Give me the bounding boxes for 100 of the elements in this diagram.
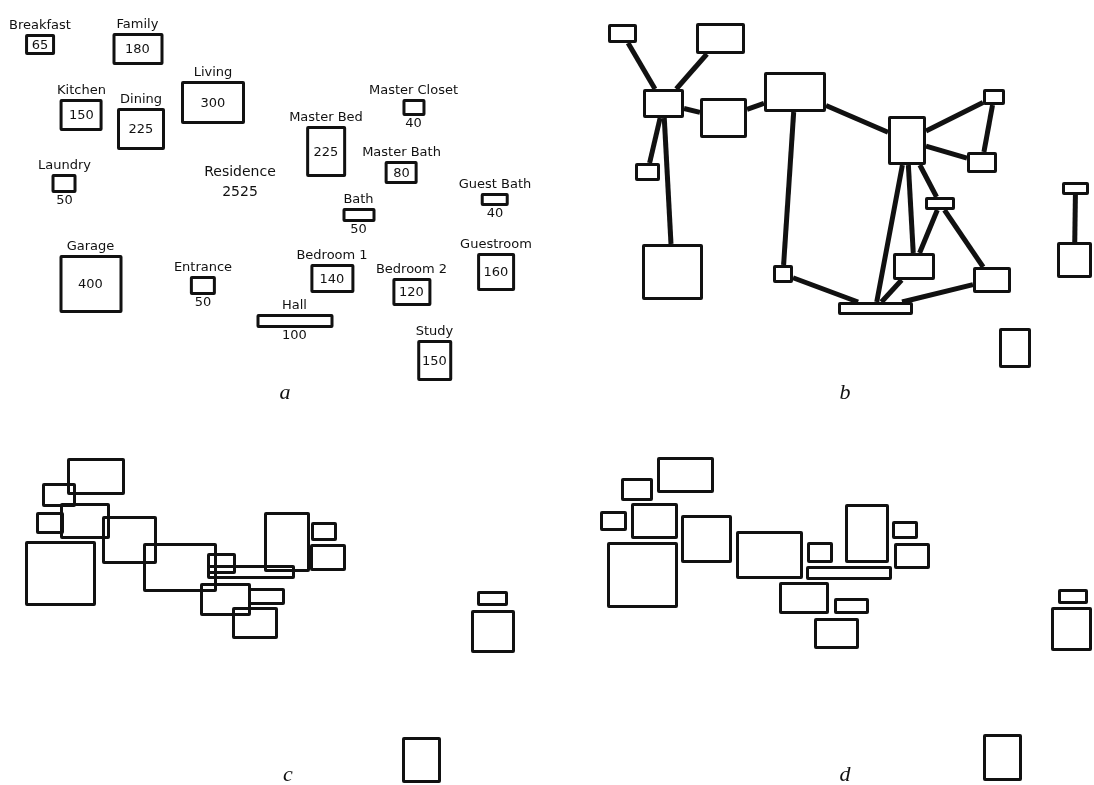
area-value: 120 — [399, 285, 424, 299]
area-value: 80 — [393, 165, 410, 180]
connector-line — [901, 282, 974, 305]
room-rectangle — [143, 543, 217, 592]
room-name: Bedroom 2 — [375, 261, 448, 277]
connector-line — [879, 278, 904, 304]
room-rectangle — [207, 553, 236, 574]
area-value: 150 — [422, 353, 447, 368]
panel-letter: a — [279, 380, 291, 404]
room-rectangle — [402, 737, 441, 783]
room-name: Guestroom — [460, 236, 532, 252]
room-rectangle — [36, 512, 64, 534]
room-rectangle — [888, 116, 926, 165]
room-rectangle — [807, 542, 833, 563]
room-rectangle — [983, 734, 1022, 781]
room-rectangle — [477, 591, 508, 606]
area-value: 100 — [282, 328, 307, 342]
area-value: 225 — [313, 144, 339, 159]
connector-line — [1072, 194, 1078, 243]
room-name: Laundry — [38, 157, 91, 173]
connector-line — [917, 163, 939, 199]
area-value: 400 — [78, 277, 103, 291]
room-rectangle — [806, 566, 892, 580]
area-value: 300 — [200, 95, 226, 110]
connector-line — [647, 117, 663, 164]
room-rectangle — [621, 478, 653, 501]
connector-line — [925, 143, 968, 161]
room-name: Master Bath — [362, 144, 441, 160]
room-name: Garage — [66, 238, 115, 254]
room-rectangle — [1051, 607, 1092, 651]
room-rectangle — [681, 515, 732, 563]
room-name: Master Bed — [289, 109, 363, 125]
area-value: 65 — [31, 37, 49, 52]
connector-line — [825, 103, 889, 135]
room-rectangle — [232, 607, 278, 639]
room-name: Bath — [343, 191, 374, 207]
room-rectangle — [631, 503, 678, 539]
room-rectangle — [814, 618, 859, 649]
room-rectangle — [600, 511, 627, 531]
room-rectangle — [248, 588, 285, 605]
room-rectangle — [102, 516, 157, 564]
area-value: 50 — [350, 222, 367, 236]
room-rectangle — [635, 163, 660, 181]
area-value: 50 — [194, 295, 212, 309]
connector-line — [683, 106, 701, 115]
label-text: 2525 — [222, 182, 258, 200]
panel-letter: c — [283, 762, 293, 785]
connector-line — [924, 100, 985, 134]
connector-line — [792, 275, 859, 305]
room-name: Entrance — [173, 259, 233, 275]
room-rectangle — [736, 531, 803, 579]
area-value: 225 — [128, 122, 154, 136]
room-rectangle — [1057, 242, 1092, 278]
room-rectangle — [1062, 182, 1089, 195]
room-name: Family — [116, 16, 159, 32]
room-rectangle — [200, 583, 251, 616]
room-rectangle — [310, 544, 346, 571]
room-rectangle — [657, 457, 714, 493]
area-value: 180 — [125, 42, 150, 56]
connector-line — [981, 104, 995, 153]
room-rectangle — [764, 72, 826, 112]
room-rectangle — [643, 89, 684, 118]
connector-line — [746, 100, 765, 112]
room-name: Study — [415, 323, 454, 339]
room-rectangle — [838, 302, 913, 315]
room-rectangle — [892, 521, 918, 539]
connector-line — [674, 52, 709, 91]
room-rectangle — [42, 483, 76, 507]
connector-line — [781, 111, 797, 266]
room-rectangle — [607, 542, 678, 608]
room-rectangle — [983, 89, 1005, 105]
room-name: Master Closet — [369, 82, 458, 98]
connector-line — [625, 41, 658, 91]
room-rectangle — [25, 541, 96, 606]
room-rectangle — [1058, 589, 1088, 604]
room-rectangle — [999, 328, 1031, 368]
room-name: Dining — [120, 91, 162, 107]
area-value: 160 — [483, 265, 509, 279]
room-rectangle — [642, 244, 703, 300]
room-rectangle — [696, 23, 745, 54]
room-rectangle — [894, 543, 930, 569]
room-rectangle — [311, 522, 337, 541]
room-name: Breakfast — [9, 17, 71, 33]
room-name: Hall — [282, 297, 307, 313]
room-rectangle — [207, 565, 295, 579]
label-text: Residence — [204, 162, 276, 180]
panel-letter: d — [839, 762, 851, 785]
room-rectangle — [973, 267, 1011, 293]
room-name: Kitchen — [57, 82, 106, 98]
room-rectangle — [608, 24, 637, 43]
room-name: Guest Bath — [458, 176, 532, 192]
area-value: 40 — [405, 116, 422, 130]
connector-line — [917, 209, 940, 254]
connector-line — [661, 117, 674, 245]
room-rectangle — [925, 197, 955, 210]
panel-letter: b — [839, 380, 851, 404]
room-rectangle — [893, 253, 935, 280]
room-rectangle — [845, 504, 889, 563]
connector-line — [874, 164, 905, 303]
area-value: 50 — [56, 193, 73, 207]
